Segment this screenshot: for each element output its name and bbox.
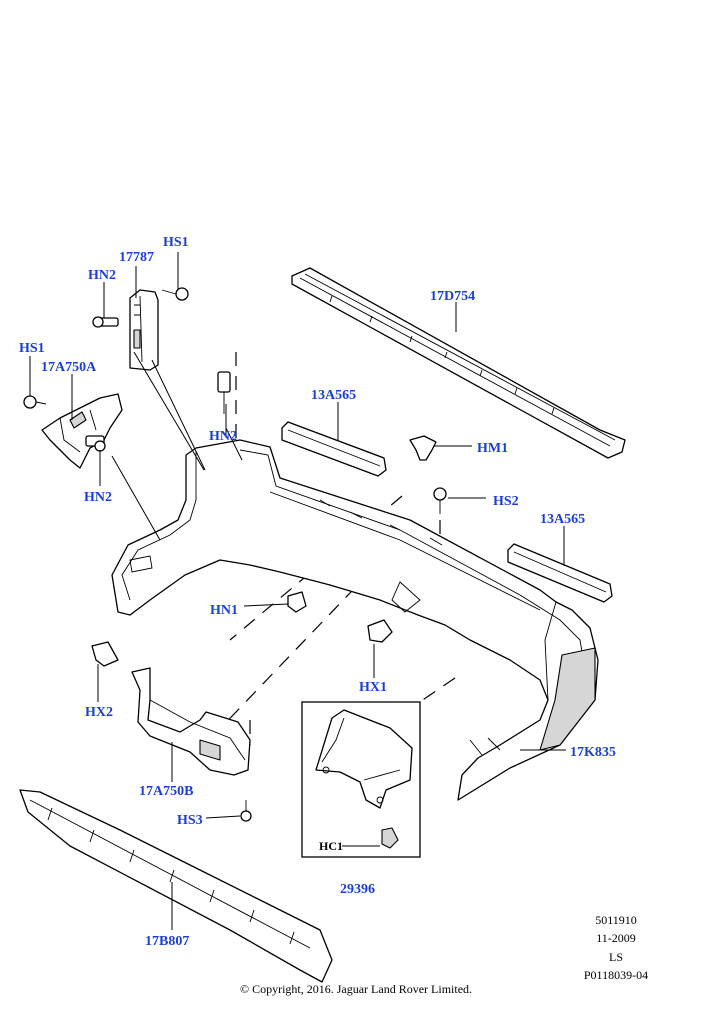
label-17B807: 17B807 xyxy=(145,934,189,949)
clip-HX1 xyxy=(367,619,393,643)
bumper-cover-17K835 xyxy=(111,439,599,801)
label-13A565-b: 13A565 xyxy=(540,512,585,527)
bolt-HS1-left xyxy=(23,395,47,409)
copyright-notice: © Copyright, 2016. Jaguar Land Rover Lim… xyxy=(240,982,472,996)
label-HS2: HS2 xyxy=(493,494,519,509)
bracket-17A750B xyxy=(131,667,251,776)
pin-HN2-mid xyxy=(217,371,231,414)
clip-HX2 xyxy=(91,641,119,667)
label-17D754: 17D754 xyxy=(430,289,475,304)
label-HM1: HM1 xyxy=(477,441,508,456)
bracket-17A750A xyxy=(41,393,123,469)
label-29396: 29396 xyxy=(340,882,375,897)
callout-labels: HS1 17787 HN2 HS1 17A750A HN2 HN2 17D754… xyxy=(19,235,616,949)
leader-lines xyxy=(29,252,566,930)
fasteners xyxy=(23,287,447,822)
label-HS1-left: HS1 xyxy=(19,341,45,356)
ref-line-4: P0118039-04 xyxy=(584,968,648,982)
label-13A565-a: 13A565 xyxy=(311,388,356,403)
label-HS1-top: HS1 xyxy=(163,235,189,250)
label-17787: 17787 xyxy=(119,250,154,265)
clip-HN1 xyxy=(287,591,307,613)
bracket-17787 xyxy=(129,289,159,371)
label-17A750B: 17A750B xyxy=(139,784,193,799)
pin-HN2-top xyxy=(92,316,119,328)
label-HS3: HS3 xyxy=(177,813,203,828)
ref-line-2: 11-2009 xyxy=(596,931,636,945)
ref-line-1: 5011910 xyxy=(595,913,637,927)
ref-line-3: LS xyxy=(609,950,623,964)
label-HN2-top: HN2 xyxy=(88,268,116,283)
label-HN2-mid: HN2 xyxy=(209,429,237,444)
label-HC1: HC1 xyxy=(319,839,343,853)
side-grille-13A565-a xyxy=(281,421,387,477)
clip-HS2 xyxy=(433,487,447,514)
label-HN1: HN1 xyxy=(210,603,238,618)
label-HX2: HX2 xyxy=(85,705,113,720)
reference-block: 5011910 11-2009 LS P0118039-04 xyxy=(584,913,648,982)
grille-17D754 xyxy=(291,267,626,459)
label-HN2-left: HN2 xyxy=(84,490,112,505)
side-grille-13A565-b xyxy=(507,543,613,603)
bolt-HS3 xyxy=(240,800,252,822)
label-HX1: HX1 xyxy=(359,680,387,695)
label-17K835: 17K835 xyxy=(570,745,616,760)
reinforcement-17B807 xyxy=(19,789,333,983)
label-17A750A: 17A750A xyxy=(41,360,97,375)
clip-HM1 xyxy=(409,435,437,461)
detail-box-29396 xyxy=(301,701,421,858)
bolt-HS1-top xyxy=(161,287,189,301)
